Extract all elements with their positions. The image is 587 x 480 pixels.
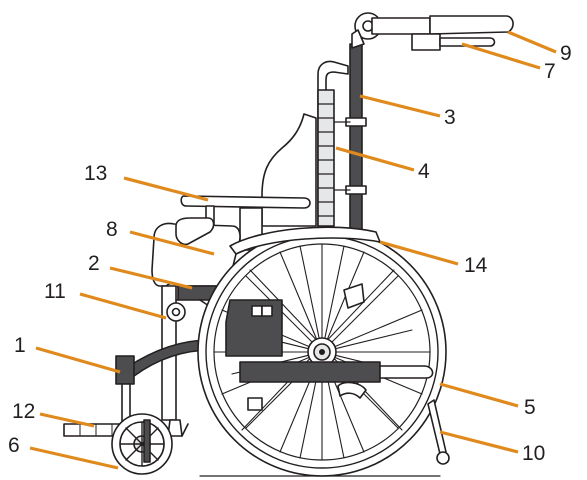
- anti-tipper: [427, 399, 450, 465]
- callout-5: 5: [524, 396, 536, 419]
- callout-12: 12: [12, 400, 35, 423]
- callout-numbers: 9 7 3 4 13 8 2 11 1 12 6 14 5 10: [8, 42, 572, 465]
- leader-10: [439, 430, 519, 454]
- callout-10: 10: [522, 442, 545, 465]
- leader-6: [29, 446, 119, 470]
- seat-back: [261, 113, 317, 227]
- callout-2: 2: [88, 252, 100, 275]
- callout-leaders: [29, 30, 557, 470]
- callout-13: 13: [84, 162, 107, 185]
- leader-13: [123, 176, 209, 202]
- axle-plate: [225, 283, 434, 411]
- back-height-bracket: [317, 89, 351, 227]
- callout-6: 6: [8, 434, 20, 457]
- leader-3: [359, 94, 441, 118]
- callout-7: 7: [544, 60, 556, 83]
- leader-11: [79, 292, 167, 320]
- front-frame: [161, 285, 189, 437]
- leader-8: [129, 230, 215, 256]
- leader-2: [109, 266, 193, 290]
- leader-1: [35, 346, 121, 374]
- leader-9: [507, 30, 557, 54]
- callout-9: 9: [560, 42, 572, 65]
- callout-14: 14: [464, 254, 488, 277]
- leader-14: [379, 240, 459, 266]
- callout-4: 4: [418, 160, 430, 183]
- wheelchair-illustration: [63, 12, 514, 477]
- callout-11: 11: [44, 280, 66, 303]
- leader-4: [335, 146, 415, 172]
- leader-7: [461, 42, 541, 70]
- callout-8: 8: [106, 218, 118, 241]
- leader-5: [439, 382, 519, 408]
- callout-1: 1: [14, 334, 26, 357]
- leader-12: [39, 412, 95, 428]
- caster-wheel: [111, 413, 173, 475]
- back-cane: [345, 12, 514, 231]
- callout-3: 3: [444, 106, 456, 129]
